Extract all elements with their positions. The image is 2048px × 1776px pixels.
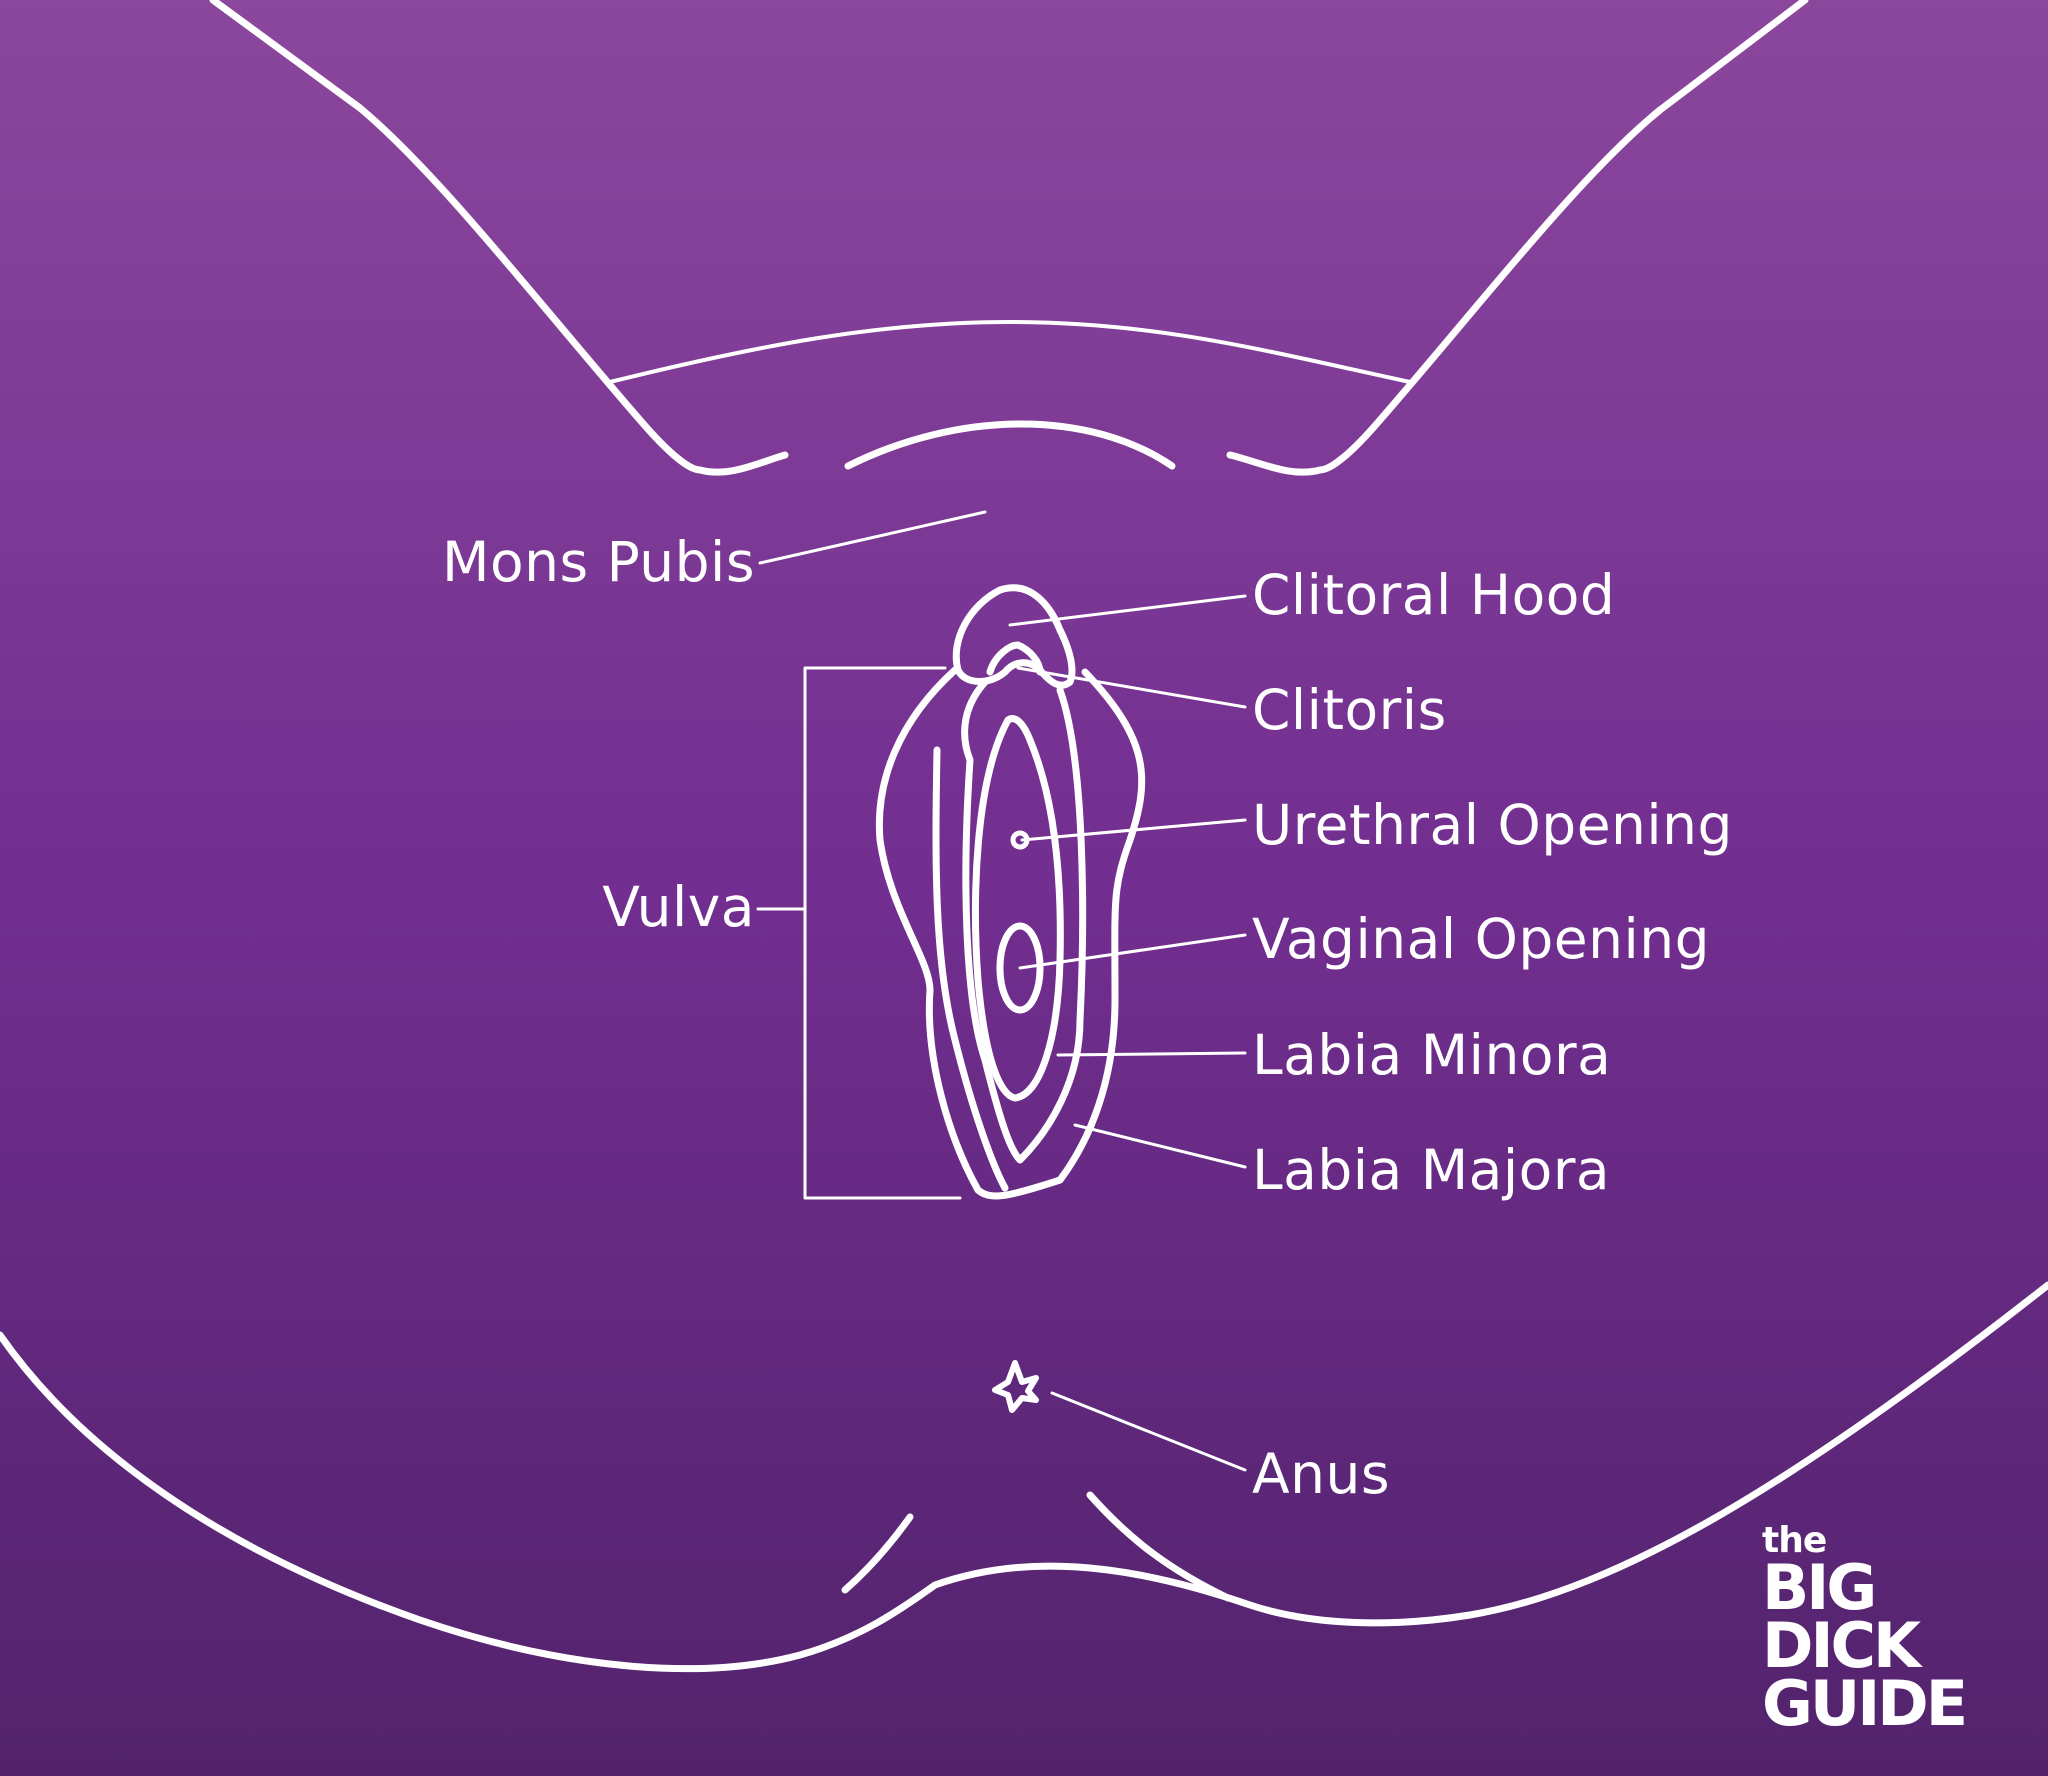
label-labia-minora: Labia Minora <box>1252 1023 1612 1087</box>
left-thigh-outline <box>209 0 789 476</box>
vestibule-outline <box>972 715 1064 1102</box>
labia-majora-outline <box>875 666 1146 1200</box>
vaginal-opening-outline <box>996 922 1044 1014</box>
right-thigh-outline <box>1226 0 1809 476</box>
leader-line-clitoral-hood <box>1008 594 1247 627</box>
clitoris-outline <box>986 641 1044 676</box>
leader-line-clitoris <box>1016 666 1247 709</box>
leader-lines <box>756 510 1247 1472</box>
logo-line-the: the <box>1762 1520 1827 1561</box>
leader-line-labia-minora <box>1056 1051 1247 1057</box>
anus-outline <box>992 1360 1039 1413</box>
mons-pubis-curve <box>844 420 1176 470</box>
label-anus: Anus <box>1252 1442 1390 1506</box>
left-buttock-outline <box>0 1281 2048 1673</box>
left-inner-gluteal-fold <box>841 1513 914 1594</box>
leader-line-mons-pubis <box>758 510 987 565</box>
leader-line-vaginal-opening <box>1018 933 1247 970</box>
leader-line-urethral-opening <box>1020 818 1247 842</box>
leader-line-anus <box>1050 1391 1247 1472</box>
label-urethral-opening: Urethral Opening <box>1252 793 1733 857</box>
label-vaginal-opening: Vaginal Opening <box>1252 907 1711 971</box>
label-clitoris: Clitoris <box>1252 678 1447 742</box>
hip-crease-line <box>608 320 1412 384</box>
label-vulva: Vulva <box>602 875 755 939</box>
label-clitoral-hood: Clitoral Hood <box>1252 563 1616 627</box>
logo-line-dick: DICK <box>1762 1609 1921 1682</box>
leader-line-labia-majora <box>1073 1123 1247 1169</box>
clitoral-hood-outline <box>952 584 1076 689</box>
labia-majora-inner-fold <box>932 746 1009 1192</box>
vulva-bracket <box>803 666 962 1200</box>
label-mons-pubis: Mons Pubis <box>441 530 755 594</box>
brand-logo: the BIG DICK GUIDE <box>1762 1520 1968 1740</box>
labia-minora-outline <box>961 678 1087 1164</box>
right-inner-gluteal-fold <box>1086 1491 1232 1602</box>
logo-line-big: BIG <box>1762 1551 1877 1624</box>
label-labia-majora: Labia Majora <box>1252 1138 1611 1202</box>
logo-line-guide: GUIDE <box>1762 1667 1968 1740</box>
